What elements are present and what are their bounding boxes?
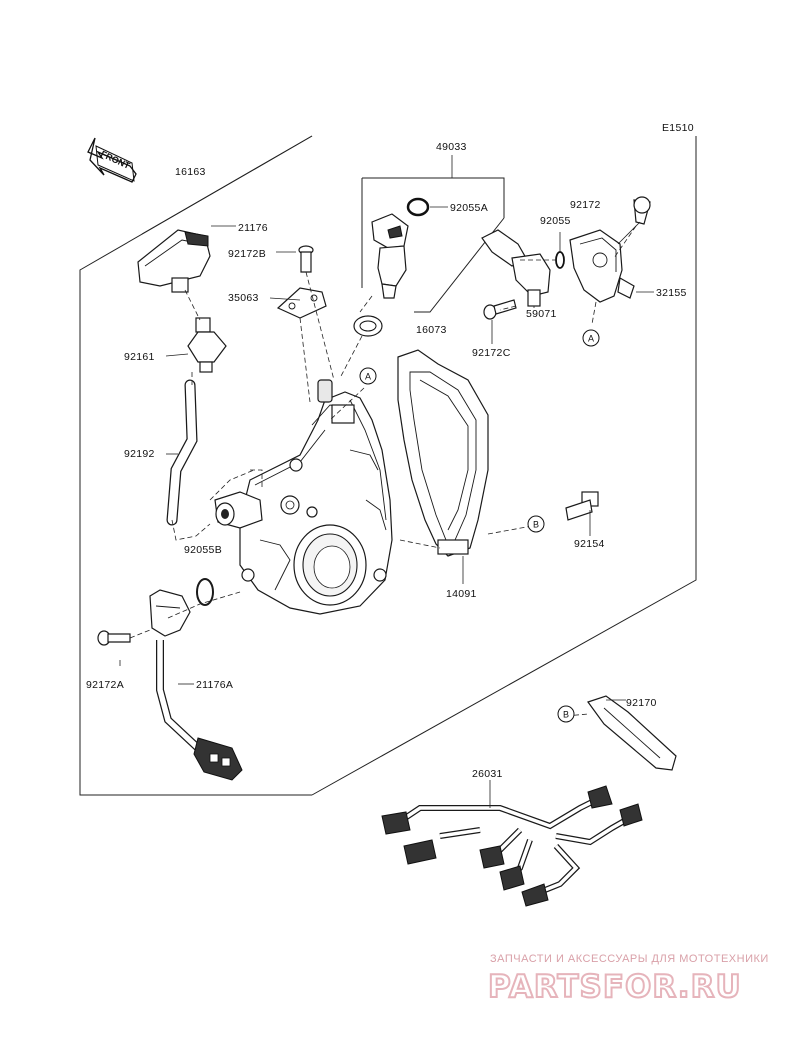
svg-text:A: A xyxy=(365,372,371,382)
throttle-body-part xyxy=(239,379,393,615)
watermark: ЗАПЧАСТИ И АКСЕССУАРЫ ДЛЯ МОТОТЕХНИКИ PA… xyxy=(487,953,769,1006)
ref-circle-a-right: A xyxy=(582,329,600,347)
screw-92172C-part xyxy=(483,299,517,320)
leader-lines xyxy=(119,155,654,808)
part-label-59071: 59071 xyxy=(526,308,557,320)
front-arrow-icon: FRONT xyxy=(87,137,137,183)
part-label-92172A: 92172A xyxy=(86,679,124,691)
hose-92192-part xyxy=(166,379,198,526)
strap-92170-part xyxy=(587,695,677,771)
screw-92172B-part xyxy=(298,245,314,273)
part-label-92154: 92154 xyxy=(574,538,605,550)
part-label-14091: 14091 xyxy=(446,588,477,600)
part-label-35063: 35063 xyxy=(228,292,259,304)
ref-circle-a-top: A xyxy=(359,367,377,385)
seal-16073-part xyxy=(353,315,383,337)
bracket-35063-part xyxy=(276,287,327,319)
fitting-92161-part xyxy=(187,317,227,373)
part-label-92172: 92172 xyxy=(570,199,601,211)
ref-circle-b-mid: B xyxy=(527,515,545,533)
diagram-code: E1510 xyxy=(662,122,694,134)
valve-32155-part xyxy=(481,196,651,307)
part-label-92172C: 92172C xyxy=(472,347,511,359)
svg-text:B: B xyxy=(533,520,539,530)
part-label-16163: 16163 xyxy=(175,166,206,178)
part-label-92172B: 92172B xyxy=(228,248,266,260)
part-label-21176: 21176 xyxy=(238,222,268,234)
assembly-frame xyxy=(79,135,697,796)
part-label-92161: 92161 xyxy=(124,351,155,363)
bolt-92154-part xyxy=(565,491,599,521)
ref-circle-b-low: B xyxy=(557,705,575,723)
screw-92172A-part xyxy=(97,630,131,646)
part-label-21176A: 21176A xyxy=(196,679,233,691)
part-label-26031: 26031 xyxy=(472,768,503,780)
harness-26031-part xyxy=(381,785,643,907)
part-label-92055B: 92055B xyxy=(184,544,222,556)
watermark-tagline: ЗАПЧАСТИ И АКСЕССУАРЫ ДЛЯ МОТОТЕХНИКИ xyxy=(490,953,769,965)
sensor-21176-part xyxy=(137,229,211,293)
part-label-92055A: 92055A xyxy=(450,202,488,214)
o-ring-part xyxy=(196,578,214,606)
injector-group-frame xyxy=(361,177,505,313)
cover-part xyxy=(397,349,489,557)
fitting-elbow-part xyxy=(214,491,263,529)
injector-49033-part xyxy=(371,197,430,299)
part-label-92192: 92192 xyxy=(124,448,155,460)
svg-text:B: B xyxy=(563,710,569,720)
svg-text:A: A xyxy=(588,334,594,344)
part-label-49033: 49033 xyxy=(436,141,467,153)
sensor-21176A-part xyxy=(149,589,243,781)
part-label-92055: 92055 xyxy=(540,215,571,227)
part-label-92170: 92170 xyxy=(626,697,657,709)
part-label-16073: 16073 xyxy=(416,324,447,336)
watermark-brand: PARTSFOR.RU xyxy=(488,969,742,1005)
part-label-32155: 32155 xyxy=(656,287,687,299)
